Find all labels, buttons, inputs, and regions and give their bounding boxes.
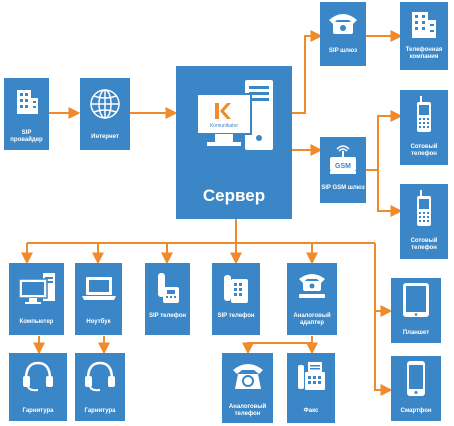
node-label: Аналоговый адаптер (293, 313, 331, 326)
node-sip-gsm-gateway: GSM SIP GSM шлюз (320, 137, 366, 203)
gsm-gateway-icon: GSM (330, 145, 356, 174)
node-server: Komunikator Сервер (176, 66, 292, 219)
phone-icon (329, 14, 357, 34)
node-fax: Факс (287, 353, 335, 423)
link-adapter-split (242, 336, 313, 355)
server-computer-icon: Komunikator (196, 80, 273, 150)
node-label: SIP провайдер (10, 130, 43, 143)
desk-phone-icon (157, 273, 179, 303)
node-label: Телефонная компания (405, 47, 443, 60)
server-logo-text: Komunikator (210, 123, 238, 129)
node-label: Смартфон (400, 408, 432, 414)
fax-icon (298, 362, 325, 390)
node-label: Сервер (202, 186, 266, 205)
link-bus-tablet (374, 243, 393, 317)
mobile-phone-icon (417, 96, 431, 132)
node-label: Факс (303, 408, 319, 414)
gsm-badge: GSM (335, 163, 351, 170)
node-label: SIP телефон (148, 313, 187, 319)
node-sip-provider: SIP провайдер (4, 78, 49, 150)
globe-icon (90, 89, 120, 119)
node-headset-1: Гарнитура (9, 353, 67, 421)
node-label: Компьютер (19, 319, 54, 325)
node-label: Планшет (402, 330, 430, 336)
node-mobile-phone-2: Сотовый телефон (400, 184, 448, 259)
node-phone-company: Телефонная компания (400, 2, 448, 70)
node-smartphone: Смартфон (391, 356, 441, 421)
headset-icon (23, 361, 53, 392)
link-gsm-mobile2 (377, 170, 403, 217)
building-icon (16, 90, 38, 114)
desk-phone-icon (224, 275, 248, 303)
link-server-sipgateway (292, 30, 323, 114)
node-label: Сотовый телефон (410, 144, 438, 157)
tablet-icon (403, 283, 429, 317)
headset-icon (85, 361, 115, 392)
analog-adapter-icon (299, 274, 325, 298)
node-label: Гарнитура (84, 408, 116, 414)
node-label: SIP шлюз (328, 48, 358, 54)
rotary-phone-icon (232, 364, 263, 389)
building-icon (412, 12, 436, 38)
node-label: Аналоговый телефон (228, 404, 267, 417)
mobile-phone-icon (417, 190, 431, 226)
node-label: Ноутбук (86, 319, 111, 325)
smartphone-icon (407, 361, 425, 396)
node-label: SIP GSM шлюз (321, 185, 365, 191)
node-label: Сотовый телефон (410, 238, 438, 251)
node-analog-phone: Аналоговый телефон (222, 353, 273, 423)
node-computer: Компьютер (9, 263, 64, 335)
node-laptop: Ноутбук (75, 263, 122, 335)
node-label: Гарнитура (22, 408, 54, 414)
node-sip-phone-2: SIP телефон (212, 263, 260, 335)
laptop-icon (81, 277, 116, 300)
desktop-computer-icon (17, 273, 55, 304)
node-mobile-phone-1: Сотовый телефон (400, 90, 448, 165)
node-sip-phone-1: SIP телефон (145, 263, 190, 335)
link-gsm-mobile1 (366, 110, 403, 171)
node-label: Интернет (91, 134, 119, 140)
node-internet: Интернет (80, 78, 130, 150)
node-label: SIP телефон (217, 313, 255, 319)
node-analog-adapter: Аналоговый адаптер (287, 263, 337, 335)
node-tablet: Планшет (391, 278, 441, 343)
node-headset-2: Гарнитура (75, 353, 125, 421)
node-sip-gateway: SIP шлюз (320, 2, 366, 66)
link-bus-smartphone (374, 311, 393, 396)
